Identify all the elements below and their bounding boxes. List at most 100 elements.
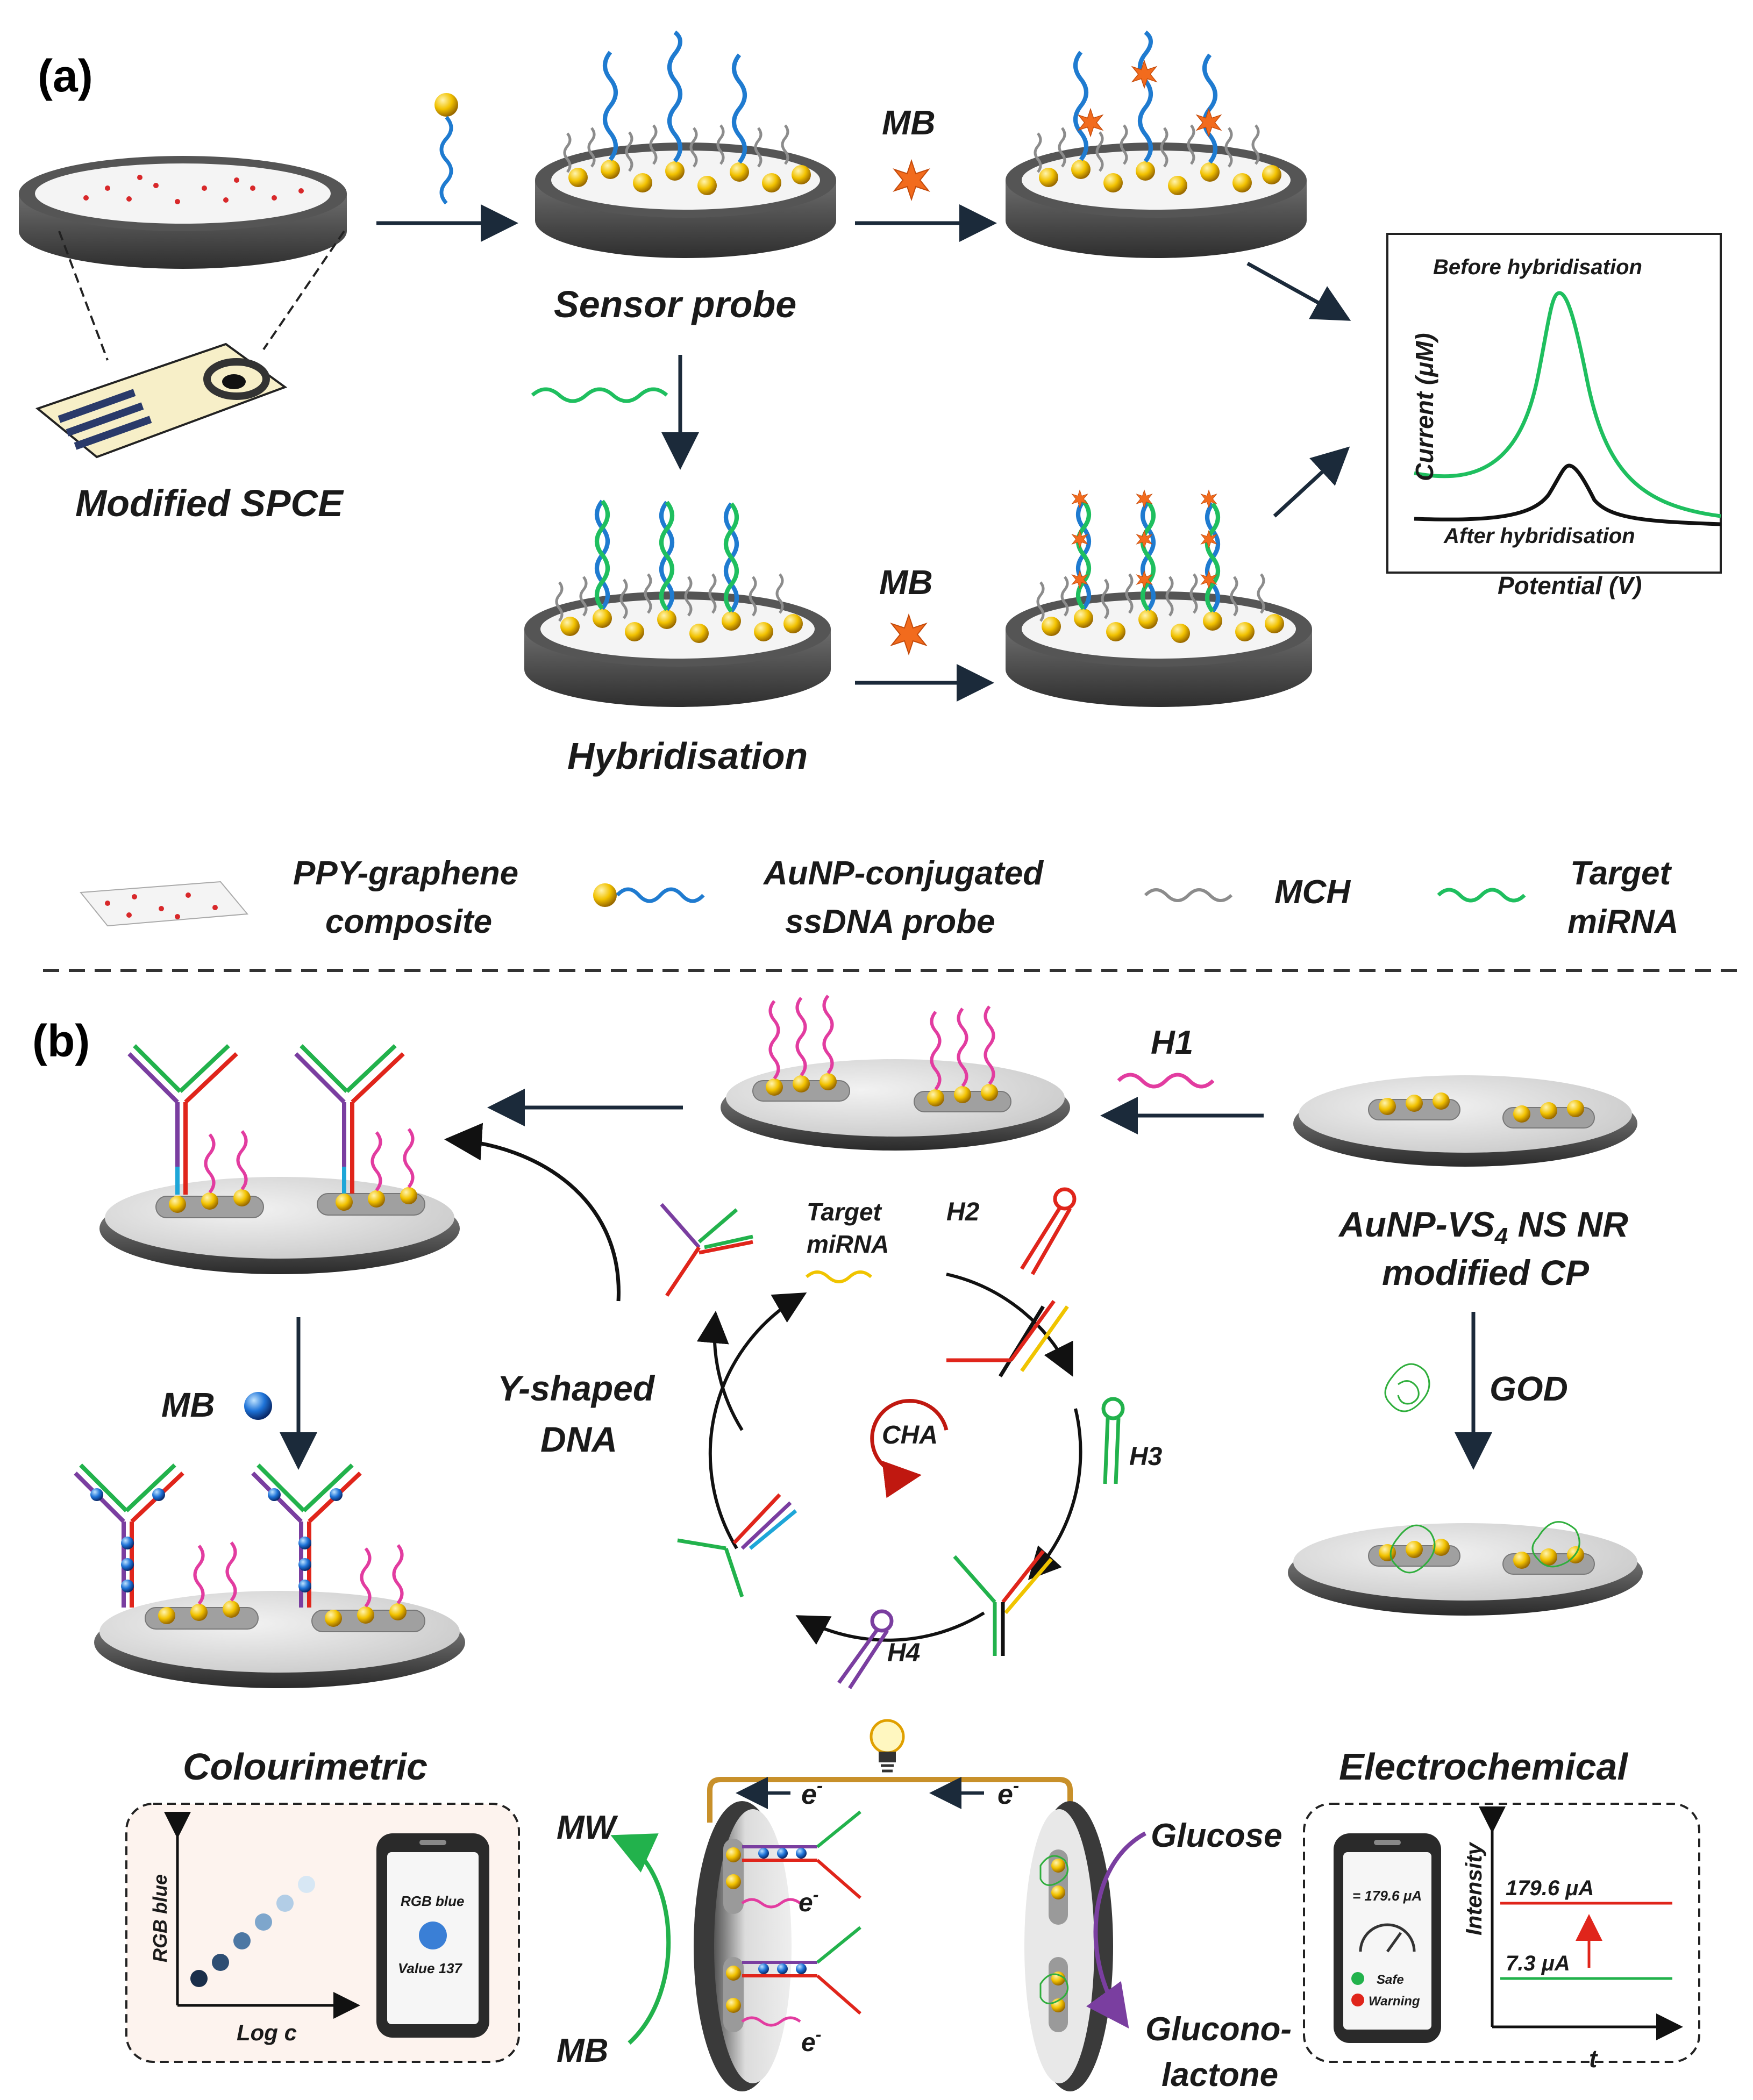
- target-b-line1: Target: [807, 1198, 882, 1226]
- electron-label-3: e-: [799, 1885, 818, 1917]
- phone-rgb: RGB blue Value 137: [376, 1833, 489, 2038]
- aunp-probe-icon: [434, 93, 458, 205]
- god-label: GOD: [1490, 1369, 1568, 1408]
- electrode-right: [1024, 1801, 1113, 2091]
- y-dna-free: [660, 1203, 753, 1297]
- potential-axis-label: Potential (V): [1498, 572, 1642, 599]
- high-current-label: 179.6 μA: [1506, 1876, 1594, 1900]
- arrow-a4: [1273, 446, 1350, 518]
- mb-bottom-label: MB: [879, 563, 933, 602]
- mb-b-label: MB: [161, 1385, 215, 1424]
- after-hybridisation-label: After hybridisation: [1443, 524, 1635, 548]
- graphene-flakes: [83, 175, 304, 204]
- legend-target-line2: miRNA: [1567, 903, 1679, 940]
- legend-aunp-line1: AuNP-conjugated: [763, 855, 1044, 892]
- before-curve: [1414, 291, 1721, 518]
- phone-ec-safe: Safe: [1377, 1973, 1404, 1987]
- colourimetric-title: Colourimetric: [183, 1746, 427, 1788]
- h2-hairpin: [1020, 1187, 1077, 1275]
- spce-strip: [35, 230, 345, 459]
- h2-label: H2: [946, 1198, 980, 1226]
- voltammogram-plot: Before hybridisation After hybridisation…: [1386, 233, 1722, 599]
- cha-cycle: [696, 1273, 1082, 1645]
- y-shaped-line2: DNA: [540, 1419, 617, 1459]
- intensity-axis-label: Intensity: [1461, 1841, 1486, 1935]
- legend: PPY-graphene composite AuNP-conjugated s…: [80, 855, 1679, 940]
- aunp-probe-swatch: [593, 883, 705, 907]
- legend-target-line1: Target: [1570, 855, 1672, 892]
- aunp-cp-line1: AuNP-VS4 NS NR: [1338, 1204, 1628, 1249]
- t-axis-label: t: [1589, 2045, 1598, 2073]
- modified-spce-label: Modified SPCE: [75, 482, 344, 524]
- legend-aunp-line2: ssDNA probe: [785, 903, 995, 940]
- after-curve: [1414, 463, 1721, 526]
- legend-ppy-line2: composite: [325, 903, 492, 940]
- low-current-label: 7.3 μA: [1506, 1952, 1570, 1975]
- disc-hybridised-mb: [1006, 490, 1312, 707]
- arrow-a3: [1246, 261, 1351, 321]
- aunp-cp-line2: modified CP: [1382, 1253, 1590, 1292]
- glucose-arrow: [1086, 1831, 1146, 2028]
- phone-rgb-value: Value 137: [398, 1960, 463, 1976]
- mb-ball-icon: [244, 1392, 272, 1420]
- mw-label: MW: [557, 1809, 618, 1846]
- hybridisation-label: Hybridisation: [567, 735, 808, 777]
- disc-probe-mb: [1006, 30, 1307, 258]
- h1-strand: [1117, 1073, 1215, 1089]
- mw-arrow: [610, 1833, 671, 2045]
- h2-target-duplex: [946, 1299, 1069, 1377]
- sensor-probe-label: Sensor probe: [554, 283, 796, 325]
- h3-hairpin: [1101, 1397, 1125, 1484]
- electrochemical-title: Electrochemical: [1339, 1746, 1628, 1788]
- plate-y-dna: [99, 1044, 460, 1274]
- h4-label: H4: [887, 1639, 920, 1667]
- legend-mch: MCH: [1274, 874, 1351, 911]
- mb-star-icon: [894, 160, 929, 200]
- electron-label-1: e-: [801, 1776, 823, 1810]
- glucose-label: Glucose: [1151, 1817, 1282, 1854]
- h4-complex: [677, 1493, 797, 1598]
- h3-label: H3: [1129, 1442, 1163, 1471]
- panel-a-label: (a): [38, 51, 93, 101]
- light-bulb-icon: [870, 1719, 905, 1773]
- panel-b-label: (b): [32, 1016, 90, 1066]
- plate-aunp-cp: [1293, 1075, 1637, 1167]
- target-b-strand: [805, 1270, 873, 1283]
- log-c-axis-label: Log c: [237, 2020, 297, 2045]
- y-shaped-line1: Y-shaped: [497, 1368, 655, 1408]
- phone-ec-warning: Warning: [1369, 1994, 1420, 2009]
- cha-label: CHA: [882, 1421, 938, 1449]
- disc-hybridisation: [524, 499, 831, 707]
- target-b-line2: miRNA: [807, 1230, 889, 1258]
- god-enzyme-icon: [1384, 1363, 1430, 1412]
- plate-h1: [721, 995, 1070, 1151]
- plate-y-dna-mb: [74, 1463, 465, 1688]
- disc-sensor-probe: [535, 30, 836, 258]
- phone-ec: = 179.6 μA Safe Warning: [1334, 1833, 1441, 2043]
- gluconolactone-line2: lactone: [1161, 2056, 1278, 2094]
- rgb-blue-axis-label: RGB blue: [149, 1874, 171, 1962]
- target-mirna-strand: [531, 387, 668, 403]
- target-swatch: [1437, 888, 1526, 903]
- legend-ppy-line1: PPY-graphene: [293, 855, 518, 892]
- before-hybridisation-label: Before hybridisation: [1433, 255, 1642, 279]
- electron-label-2: e-: [997, 1776, 1019, 1810]
- phone-ec-reading: = 179.6 μA: [1352, 1888, 1422, 1904]
- colourimetric-plot: RGB blue Log c: [149, 1812, 360, 2045]
- h3-complex: [953, 1549, 1053, 1656]
- mb-lower-label: MB: [557, 2032, 608, 2069]
- circuit-wire: [707, 1777, 1073, 1823]
- ppy-graphene-swatch: [80, 881, 248, 927]
- mch-swatch: [1144, 888, 1233, 902]
- electrode-left: [694, 1801, 861, 2091]
- phone-rgb-title: RGB blue: [401, 1893, 464, 1909]
- mb-top-label: MB: [882, 103, 936, 142]
- h4-hairpin: [837, 1609, 894, 1689]
- arrow-b4: [444, 1123, 621, 1302]
- intensity-plot: Intensity t 179.6 μA 7.3 μA: [1461, 1806, 1683, 2073]
- disc-modified-spce: [19, 156, 347, 269]
- current-axis-label: Current (μM): [1410, 333, 1438, 481]
- mb-star-icon-2: [891, 615, 927, 654]
- h1-label: H1: [1151, 1024, 1193, 1061]
